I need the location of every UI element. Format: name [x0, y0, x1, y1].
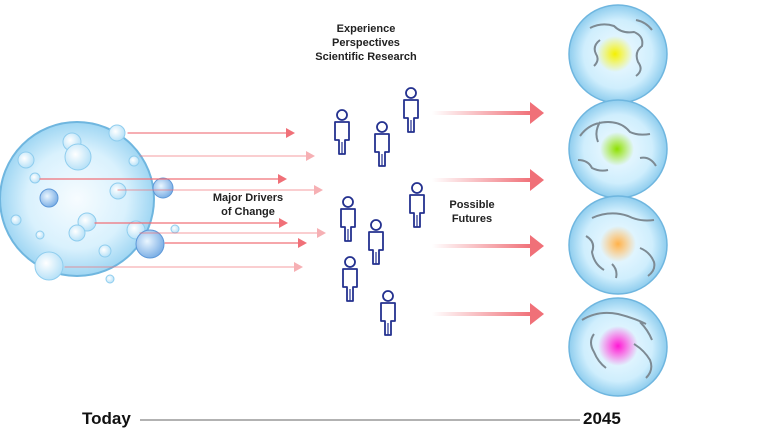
person-icon	[342, 256, 358, 302]
timeline-start-label: Today	[82, 409, 131, 428]
future-globes	[568, 4, 668, 397]
bubble-icon	[68, 224, 86, 242]
bubble-icon	[39, 188, 59, 208]
globe-icon	[568, 4, 668, 104]
person-icon	[340, 196, 356, 242]
person-icon	[368, 219, 384, 265]
bubble-icon	[108, 124, 126, 142]
person-icon	[403, 87, 419, 133]
bubble-icon	[34, 251, 64, 281]
futures-label: Possible Futures	[436, 198, 508, 226]
timeline-end-label: 2045	[583, 409, 621, 428]
bubble-icon	[29, 172, 41, 184]
globe-icon	[568, 195, 668, 295]
arrow-icon	[432, 235, 544, 257]
bubble-icon	[10, 214, 22, 226]
header-line-1: Experience	[336, 23, 396, 35]
header-labels: Experience Perspectives Scientific Resea…	[300, 22, 432, 64]
globe-icon	[568, 297, 668, 397]
arrow-icon	[94, 218, 288, 228]
arrow-icon	[127, 128, 295, 138]
bubble-icon	[152, 177, 174, 199]
people-group	[334, 87, 425, 336]
driver-arrows	[39, 128, 326, 272]
arrow-icon	[139, 228, 326, 238]
futures-line-1: Possible	[449, 199, 495, 211]
arrow-icon	[139, 151, 315, 161]
bubble-icon	[17, 151, 35, 169]
drivers-label: Major Drivers of Change	[196, 191, 300, 219]
person-icon	[334, 109, 350, 155]
arrow-icon	[432, 102, 544, 124]
bubble-icon	[35, 230, 45, 240]
header-line-3: Scientific Research	[315, 51, 417, 63]
arrow-icon	[117, 185, 323, 195]
bubble-icon	[64, 143, 92, 171]
arrow-icon	[164, 238, 307, 248]
futures-line-2: Futures	[451, 213, 493, 225]
person-icon	[409, 182, 425, 228]
person-icon	[374, 121, 390, 167]
bubble-icon	[128, 155, 140, 167]
header-line-2: Perspectives	[332, 37, 400, 49]
bubble-icon	[170, 224, 180, 234]
arrow-icon	[39, 174, 287, 184]
globe-icon	[568, 99, 668, 199]
drivers-line-2: of Change	[221, 206, 275, 218]
bubble-icon	[109, 182, 127, 200]
today-sphere	[0, 121, 180, 284]
bubble-icon	[77, 212, 97, 232]
arrow-icon	[432, 169, 544, 191]
person-icon	[380, 290, 396, 336]
drivers-line-1: Major Drivers	[212, 192, 284, 204]
bubble-icon	[105, 274, 115, 284]
arrow-icon	[64, 262, 303, 272]
bubble-icon	[135, 229, 165, 259]
bubble-icon	[98, 244, 112, 258]
future-arrows	[432, 102, 544, 325]
arrow-icon	[432, 303, 544, 325]
